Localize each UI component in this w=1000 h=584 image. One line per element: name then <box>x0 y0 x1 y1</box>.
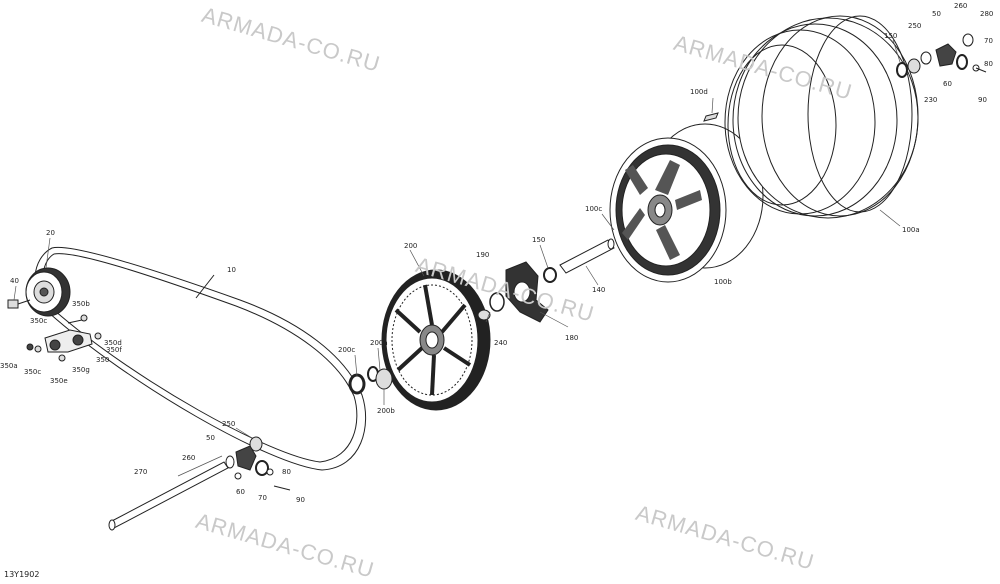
label-150-hub: 150 <box>532 236 545 244</box>
outer-hub-parts <box>896 33 987 78</box>
label-100d: 100d <box>690 88 708 96</box>
drive-belt <box>34 246 367 471</box>
label-350: 350 <box>96 356 109 364</box>
label-190: 190 <box>476 251 489 259</box>
leader-lines <box>13 39 901 477</box>
valve-100d <box>703 112 719 122</box>
label-350c: 350c <box>30 317 47 325</box>
label-350a: 350a <box>0 362 18 370</box>
label-40: 40 <box>10 277 19 285</box>
label-70-lower: 70 <box>258 494 267 502</box>
shaft-270 <box>108 461 229 531</box>
label-260-outer: 260 <box>954 2 967 10</box>
label-230: 230 <box>924 96 937 104</box>
label-350b: 350b <box>72 300 90 308</box>
diagram-code: 13Y1902 <box>4 570 40 579</box>
label-180: 180 <box>565 334 578 342</box>
label-350e: 350e <box>50 377 68 385</box>
label-140: 140 <box>592 286 605 294</box>
label-260-lower: 260 <box>182 454 195 462</box>
label-350f: 350f <box>106 346 122 354</box>
label-60-lower: 60 <box>236 488 245 496</box>
label-20: 20 <box>46 229 55 237</box>
label-350g: 350g <box>72 366 90 374</box>
bolt-40 <box>7 299 31 309</box>
label-80-lower: 80 <box>282 468 291 476</box>
rear-rim <box>609 123 764 283</box>
label-250-lower: 250 <box>222 420 235 428</box>
label-200a: 200a <box>370 339 388 347</box>
label-350d: 350d <box>104 339 122 347</box>
label-50-outer: 50 <box>932 10 941 18</box>
tensioner-assembly <box>26 314 102 362</box>
label-200c: 200c <box>338 346 355 354</box>
label-200: 200 <box>404 242 417 250</box>
label-270: 270 <box>134 468 147 476</box>
label-50-lower: 50 <box>206 434 215 442</box>
label-100b: 100b <box>714 278 732 286</box>
label-200b: 200b <box>377 407 395 415</box>
label-80-outer: 80 <box>984 60 993 68</box>
rear-tire <box>724 15 919 219</box>
hub-carrier <box>477 261 557 323</box>
axle-tube <box>559 230 621 274</box>
front-pulley <box>25 267 71 317</box>
label-250-outer: 250 <box>908 22 921 30</box>
label-100c: 100c <box>585 205 602 213</box>
label-70-outer: 70 <box>984 37 993 45</box>
label-240: 240 <box>494 339 507 347</box>
label-150-outer: 150 <box>884 32 897 40</box>
lower-hub-parts <box>225 436 291 491</box>
label-90-outer: 90 <box>978 96 987 104</box>
label-60-outer: 60 <box>943 80 952 88</box>
label-90-lower: 90 <box>296 496 305 504</box>
label-350c-2: 350c <box>24 368 41 376</box>
label-100a: 100a <box>902 226 920 234</box>
rear-sprocket-wheel <box>381 269 491 411</box>
label-10: 10 <box>227 266 236 274</box>
part-labels: 10 20 40 350b 350c 350d 350f 350 350a 35… <box>0 2 993 504</box>
label-280: 280 <box>980 10 993 18</box>
